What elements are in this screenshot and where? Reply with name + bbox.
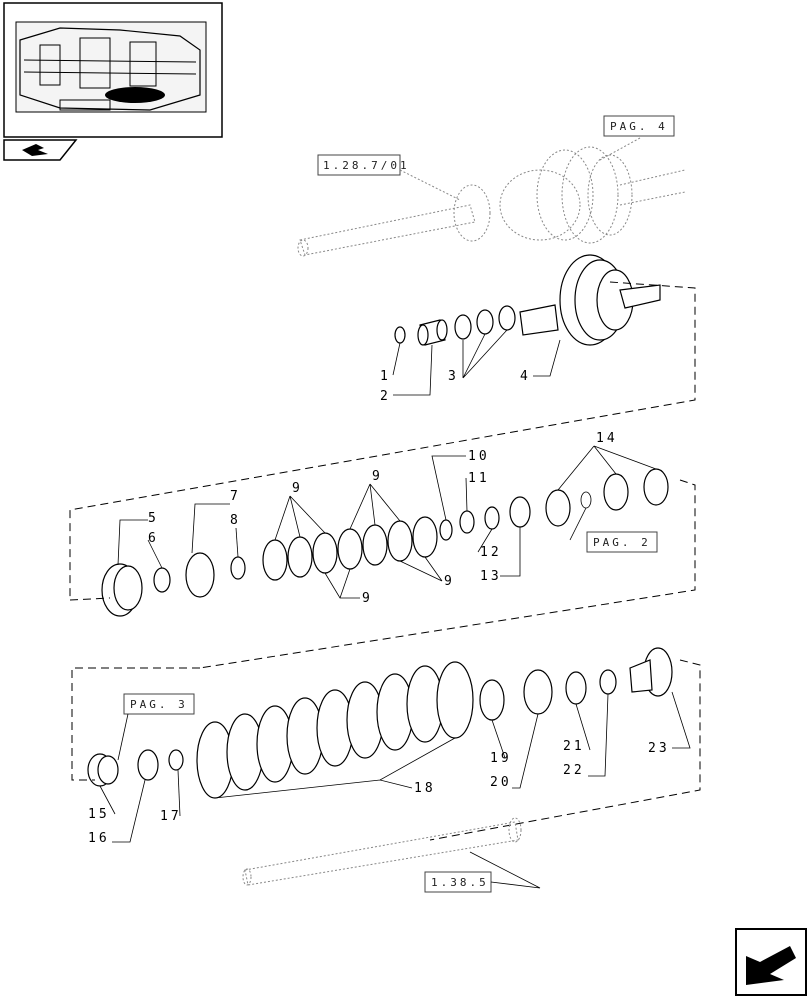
leader-18	[214, 737, 456, 799]
leader-9-c	[324, 568, 360, 599]
group-boundary-2	[69, 479, 696, 669]
svg-text:1.38.5: 1.38.5	[431, 876, 489, 889]
leader-13	[500, 527, 521, 577]
leader-14	[557, 445, 657, 491]
callout-4[interactable]: 4	[520, 369, 531, 384]
part-10-ring[interactable]	[439, 519, 453, 541]
leader-pag-2	[569, 507, 587, 541]
leader-4	[533, 339, 561, 377]
svg-text:1.28.7/01: 1.28.7/01	[323, 159, 410, 172]
callout-9-c[interactable]: 9	[362, 591, 373, 606]
leader-8	[235, 527, 239, 558]
leader-2	[393, 344, 433, 396]
leader-22	[588, 693, 609, 777]
callout-19[interactable]: 19	[490, 751, 512, 766]
part-16-snap-ring[interactable]	[137, 749, 159, 781]
leader-3	[462, 329, 508, 379]
ref-pag-2[interactable]: PAG. 2	[586, 531, 658, 553]
ref-pag-3[interactable]: PAG. 3	[123, 693, 195, 715]
leader-16	[112, 779, 146, 843]
leader-9-d	[399, 556, 443, 582]
leader-23	[671, 691, 691, 749]
leader-10	[431, 455, 466, 521]
callout-14[interactable]: 14	[596, 431, 618, 446]
leader-pag-3	[117, 713, 129, 761]
part-19-ring[interactable]	[479, 679, 505, 721]
callout-21[interactable]: 21	[563, 739, 585, 754]
transmission-thumbnail[interactable]	[3, 2, 223, 138]
callout-3[interactable]: 3	[448, 369, 459, 384]
leader-7	[191, 503, 230, 554]
part-9-clutch-discs[interactable]	[262, 516, 438, 581]
ghost-differential-assembly	[499, 137, 686, 244]
callout-10[interactable]: 10	[468, 449, 490, 464]
callout-17[interactable]: 17	[160, 809, 182, 824]
part-22-ring[interactable]	[599, 669, 617, 695]
part-11-ring[interactable]	[459, 510, 475, 534]
part-8-ring[interactable]	[230, 556, 246, 580]
callout-13[interactable]: 13	[480, 569, 502, 584]
part-1-circlip[interactable]	[394, 326, 406, 344]
next-page-arrow-icon[interactable]	[735, 928, 807, 996]
part-15-bearing[interactable]	[87, 753, 119, 787]
leader-19	[491, 719, 506, 759]
callout-7[interactable]: 7	[230, 489, 241, 504]
part-23-gear-hub[interactable]	[629, 647, 673, 697]
leader-6	[147, 539, 163, 569]
callout-23[interactable]: 23	[648, 741, 670, 756]
part-3-rings[interactable]	[454, 305, 516, 340]
leader-11	[465, 477, 468, 512]
leader-21	[575, 703, 591, 751]
callout-6[interactable]: 6	[148, 531, 159, 546]
group-boundary-3	[71, 659, 701, 841]
ghost-shaft-bottom	[242, 817, 522, 886]
callout-12[interactable]: 12	[480, 545, 502, 560]
svg-text:PAG. 4: PAG. 4	[610, 120, 668, 133]
leader-9-a	[274, 495, 326, 541]
callout-9-a[interactable]: 9	[292, 481, 303, 496]
leader-1	[392, 342, 401, 376]
leader-17	[177, 769, 181, 817]
ref-1-38-5[interactable]: 1.38.5	[424, 871, 492, 893]
callout-11[interactable]: 11	[468, 471, 490, 486]
group-boundary-1	[69, 281, 696, 600]
callout-16[interactable]: 16	[88, 831, 110, 846]
leader-12	[477, 528, 493, 553]
leader-1-38-5	[469, 851, 541, 889]
part-7-snap-ring[interactable]	[185, 552, 215, 598]
part-21-ring[interactable]	[565, 671, 587, 705]
callout-18[interactable]: 18	[414, 781, 436, 796]
part-5-bearing[interactable]	[101, 563, 143, 617]
part-17-spacer[interactable]	[168, 749, 184, 771]
part-2-sleeve[interactable]	[417, 319, 448, 346]
callout-1[interactable]: 1	[380, 369, 391, 384]
ghost-shaft-top	[297, 169, 491, 257]
part-14-bearings[interactable]	[545, 468, 669, 527]
part-20-snap-ring[interactable]	[523, 669, 553, 715]
callout-5[interactable]: 5	[148, 511, 159, 526]
leader-15	[99, 785, 116, 815]
part-4-gear-shaft[interactable]	[519, 254, 661, 346]
callout-22[interactable]: 22	[563, 763, 585, 778]
leader-9-b	[349, 483, 401, 530]
callout-2[interactable]: 2	[380, 389, 391, 404]
part-18-clutch-pack[interactable]	[196, 661, 474, 799]
part-13-bushing[interactable]	[509, 496, 531, 528]
ref-1-28-7-01[interactable]: 1.28.7/01	[317, 154, 410, 176]
leader-5	[117, 519, 148, 566]
callout-8[interactable]: 8	[230, 513, 241, 528]
leader-20	[512, 713, 539, 789]
hand-pointer-icon[interactable]	[3, 139, 78, 161]
ref-pag-4[interactable]: PAG. 4	[603, 115, 675, 137]
svg-text:PAG. 3: PAG. 3	[130, 698, 188, 711]
part-6-ring[interactable]	[153, 567, 171, 593]
part-12-ring[interactable]	[484, 506, 500, 530]
callout-15[interactable]: 15	[88, 807, 110, 822]
callout-9-d[interactable]: 9	[444, 574, 455, 589]
callout-20[interactable]: 20	[490, 775, 512, 790]
callout-9-b[interactable]: 9	[372, 469, 383, 484]
svg-text:PAG. 2: PAG. 2	[593, 536, 651, 549]
